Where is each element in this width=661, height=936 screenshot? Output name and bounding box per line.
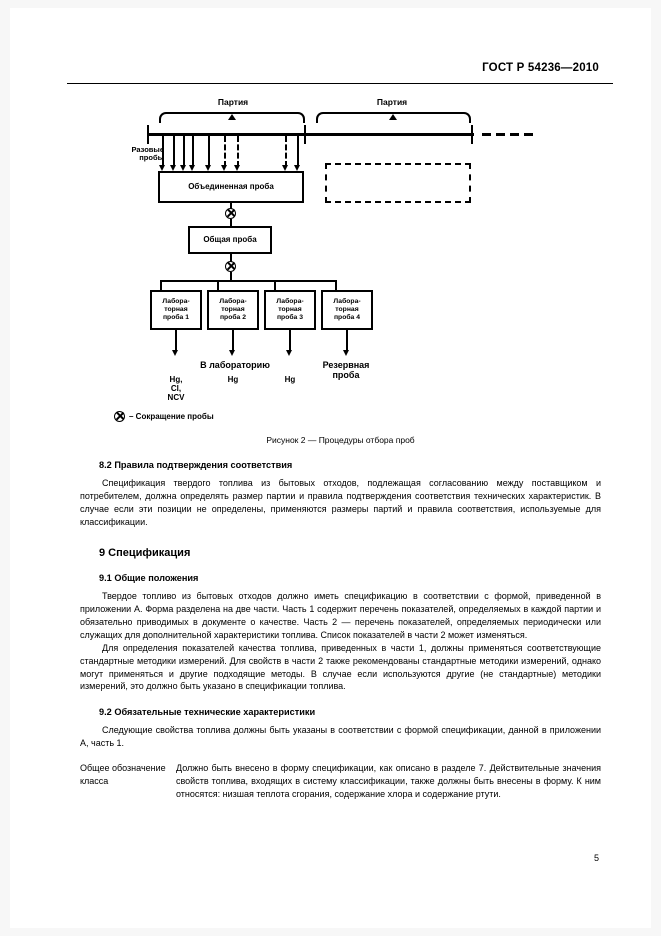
header-divider xyxy=(67,83,613,84)
paragraph-9-1-1: Твердое топливо из бытовых отходов должн… xyxy=(80,591,601,641)
lab-output-arrow-head-3 xyxy=(286,350,292,356)
analyte-label-3: Hg xyxy=(284,375,296,384)
increment-arrow-head-5 xyxy=(205,165,211,171)
increment-arrow-head-7 xyxy=(234,165,240,171)
increment-arrow-line-7-dashed xyxy=(237,136,239,167)
paragraph-9-1-2: Для определения показателей качества топ… xyxy=(80,642,601,692)
figure-caption: Рисунок 2 — Процедуры отбора проб xyxy=(266,435,415,445)
heading-9: 9 Спецификация xyxy=(99,547,191,560)
lab-sample-label-4: Лабора- торная проба 4 xyxy=(333,298,361,321)
document-body: 8.2 Правила подтверждения соответствия С… xyxy=(80,460,601,801)
lab-drop-4 xyxy=(335,280,337,291)
reduction-icon-1 xyxy=(225,208,236,219)
paragraph-9-2: Следующие свойства топлива должны быть у… xyxy=(80,725,601,749)
common-sample-box: Общая проба xyxy=(188,226,272,254)
figure-legend: – Сокращение пробы xyxy=(114,411,214,422)
increment-arrow-line-4 xyxy=(192,136,194,167)
lab-output-arrow-head-2 xyxy=(229,350,235,356)
connector-reduce-to-common xyxy=(230,219,232,227)
lab-drop-3 xyxy=(274,280,276,291)
lab-output-arrow-head-1 xyxy=(172,350,178,356)
reduction-icon-legend xyxy=(114,411,125,422)
lot-label-1: Партия xyxy=(217,97,249,107)
figure-sampling-procedures: Партия Партия Разовые пробы xyxy=(10,8,661,448)
lab-sample-box-1: Лабора- торная проба 1 xyxy=(150,290,202,330)
destination-lab-label: В лабораторию xyxy=(200,360,270,370)
increment-arrow-head-3 xyxy=(180,165,186,171)
timeline-tick-start xyxy=(147,125,149,144)
timeline-dash-1 xyxy=(482,133,491,136)
lab-output-arrow-line-2 xyxy=(232,330,234,352)
paragraph-8-2: Спецификация твердого топлива из бытовых… xyxy=(80,478,601,527)
combined-sample-box: Объединенная проба xyxy=(158,171,304,203)
increment-arrow-line-3 xyxy=(183,136,185,167)
page-sheet: ГОСТ Р 54236—2010 Партия Партия Разовые … xyxy=(10,8,651,928)
document-standard-title: ГОСТ Р 54236—2010 xyxy=(482,62,599,74)
lab-sample-box-3: Лабора- торная проба 3 xyxy=(264,290,316,330)
timeline-tick-end xyxy=(471,125,473,144)
increment-arrow-head-6 xyxy=(221,165,227,171)
lab-sample-box-2: Лабора- торная проба 2 xyxy=(207,290,259,330)
lot-brace-1 xyxy=(159,112,305,123)
legend-label: – Сокращение пробы xyxy=(129,412,214,421)
lab-sample-label-3: Лабора- торная проба 3 xyxy=(276,298,304,321)
increment-arrow-head-9 xyxy=(294,165,300,171)
lab-sample-label-2: Лабора- торная проба 2 xyxy=(219,298,247,321)
increment-arrow-line-2 xyxy=(173,136,175,167)
connector-common-to-reduce xyxy=(230,254,232,262)
increment-arrow-line-5 xyxy=(208,136,210,167)
definition-description: Должно быть внесено в форму спецификации… xyxy=(176,763,601,799)
connector-combined-to-reduce xyxy=(230,203,232,210)
increment-arrow-head-1 xyxy=(159,165,165,171)
lab-output-arrow-line-3 xyxy=(289,330,291,352)
heading-9-1: 9.1 Общие положения xyxy=(99,573,199,584)
increment-arrow-line-1 xyxy=(162,136,164,167)
increment-arrow-line-9 xyxy=(297,136,299,167)
lab-drop-2 xyxy=(217,280,219,291)
lab-output-arrow-line-4 xyxy=(346,330,348,352)
definition-row-class-designation: Общее обозначение класса Должно быть вне… xyxy=(80,762,601,801)
combined-sample-label: Объединенная проба xyxy=(188,182,274,192)
lab-output-arrow-line-1 xyxy=(175,330,177,352)
increments-label: Разовые пробы xyxy=(131,145,164,163)
timeline-tick-mid xyxy=(304,125,306,144)
lab-sample-box-4: Лабора- торная проба 4 xyxy=(321,290,373,330)
timeline-dash-4 xyxy=(524,133,533,136)
lab-output-arrow-head-4 xyxy=(343,350,349,356)
destination-reserve-label: Резервная проба xyxy=(322,360,370,381)
heading-8-2: 8.2 Правила подтверждения соответствия xyxy=(99,460,293,470)
lot-brace-2-nub xyxy=(389,114,397,120)
increment-arrow-head-4 xyxy=(189,165,195,171)
lab-drop-1 xyxy=(160,280,162,291)
increment-arrow-line-8-dashed xyxy=(285,136,287,167)
lab-distribution-bus xyxy=(160,280,337,282)
reduction-icon-2 xyxy=(225,261,236,272)
next-lot-placeholder-box xyxy=(325,163,471,203)
analyte-label-2: Hg xyxy=(227,375,239,384)
common-sample-label: Общая проба xyxy=(203,235,257,245)
connector-reduce-to-bus xyxy=(230,272,232,281)
heading-9-2: 9.2 Обязательные технические характерист… xyxy=(99,707,316,718)
increment-arrow-head-8 xyxy=(282,165,288,171)
increment-arrow-head-2 xyxy=(170,165,176,171)
increment-arrow-line-6-dashed xyxy=(224,136,226,167)
lot-brace-2 xyxy=(316,112,471,123)
timeline-dash-2 xyxy=(496,133,505,136)
lot-label-2: Партия xyxy=(376,97,408,107)
analyte-label-1: Hg, Cl, NCV xyxy=(167,375,185,402)
page-number: 5 xyxy=(593,853,599,863)
definition-term: Общее обозначение класса xyxy=(80,763,166,786)
timeline-axis xyxy=(147,133,474,136)
lot-brace-1-nub xyxy=(228,114,236,120)
spacer-before-9-2 xyxy=(80,693,601,707)
lab-sample-label-1: Лабора- торная проба 1 xyxy=(162,298,190,321)
timeline-dash-3 xyxy=(510,133,519,136)
